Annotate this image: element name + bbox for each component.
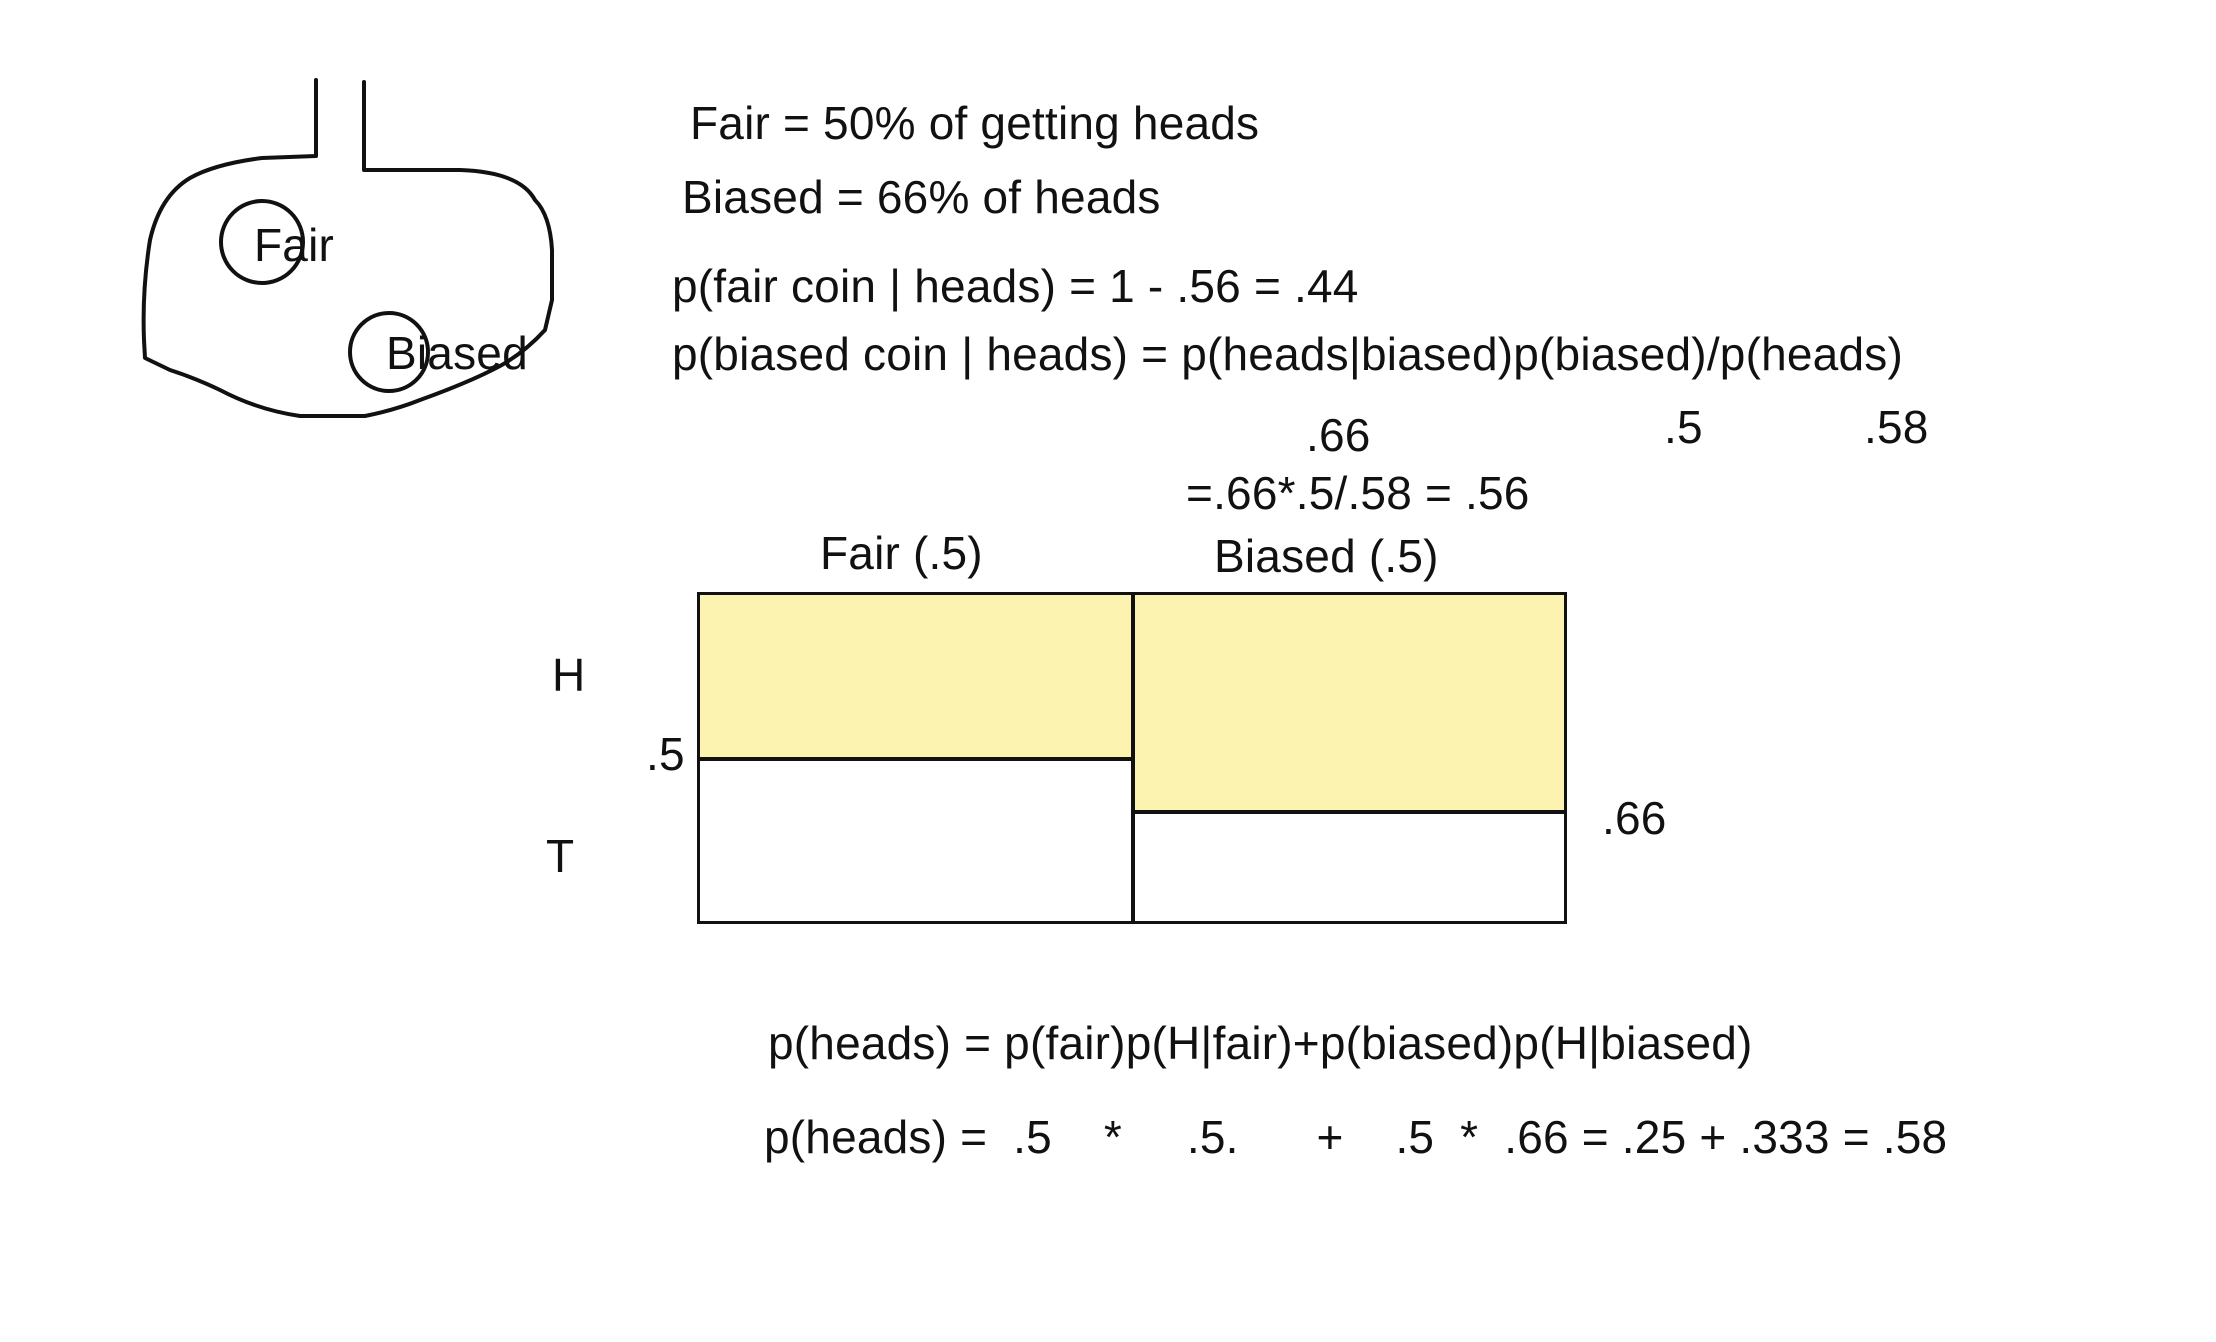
bag-outline — [141, 78, 554, 418]
p-fair-given-heads: p(fair coin | heads) = 1 - .56 = .44 — [672, 260, 1359, 312]
biased-heads-area — [1132, 592, 1567, 813]
row-label-tails: T — [546, 830, 575, 882]
biased-coin-circle — [348, 311, 430, 393]
posterior-result: =.66*.5/.58 = .56 — [1186, 467, 1530, 519]
fair-definition: Fair = 50% of getting heads — [690, 97, 1260, 149]
fair-coin-circle — [219, 199, 305, 285]
fair-split-label: .5 — [646, 728, 685, 780]
total-probability-computation: p(heads) = .5 * .5. + .5 * .66 = .25 + .… — [764, 1111, 1948, 1163]
bag-biased-label: Biased — [386, 327, 528, 379]
annotation-likelihood: .66 — [1306, 409, 1371, 461]
row-label-heads: H — [552, 649, 586, 701]
total-probability-formula: p(heads) = p(fair)p(H|fair)+p(biased)p(H… — [768, 1017, 1753, 1069]
biased-split-label: .66 — [1602, 792, 1667, 844]
bag-fair-label: Fair — [254, 219, 335, 271]
column-label-fair: Fair (.5) — [820, 527, 983, 579]
annotation-prior: .5 — [1664, 401, 1703, 453]
fair-tails-area — [697, 758, 1134, 924]
column-label-biased: Biased (.5) — [1214, 530, 1439, 582]
p-biased-given-heads: p(biased coin | heads) = p(heads|biased)… — [672, 328, 1903, 380]
biased-tails-area — [1132, 811, 1567, 924]
annotation-evidence: .58 — [1864, 401, 1929, 453]
biased-definition: Biased = 66% of heads — [682, 171, 1161, 223]
fair-heads-area — [697, 592, 1134, 760]
